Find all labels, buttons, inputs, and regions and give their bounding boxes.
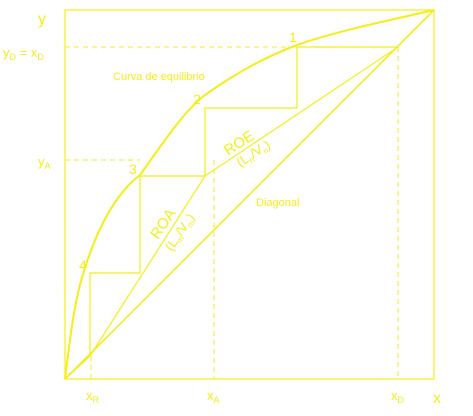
stage-2-label: 2 bbox=[193, 91, 201, 107]
guide-lines bbox=[65, 46, 399, 379]
xA-label: xA bbox=[207, 388, 220, 405]
stage-steps bbox=[89, 46, 398, 356]
diagonal-line bbox=[64, 9, 435, 380]
yD-label: yD = xD bbox=[3, 45, 44, 62]
plot-frame bbox=[64, 9, 435, 380]
stage-1-label: 1 bbox=[289, 29, 297, 45]
y-axis-label: y bbox=[38, 11, 46, 28]
equilibrium-curve bbox=[64, 9, 435, 380]
xR-label: xR bbox=[86, 388, 100, 405]
roe-label: ROE (Ln/Vn) bbox=[221, 127, 273, 169]
yA-label: yA bbox=[38, 154, 51, 171]
roa-tail bbox=[64, 355, 91, 380]
diagonal-label: Diagonal bbox=[256, 197, 299, 209]
x-axis-label: x bbox=[433, 390, 441, 407]
stage-4-label: 4 bbox=[79, 257, 87, 273]
equilibrium-label: Curva de equilibrio bbox=[113, 71, 205, 83]
roa-ratio: (Lm/Vm) bbox=[162, 211, 199, 255]
stage-3-label: 3 bbox=[129, 161, 137, 177]
roa-line bbox=[89, 175, 206, 357]
roe-line bbox=[204, 46, 399, 177]
plot-lines bbox=[64, 9, 435, 380]
xD-label: xD bbox=[391, 388, 405, 405]
